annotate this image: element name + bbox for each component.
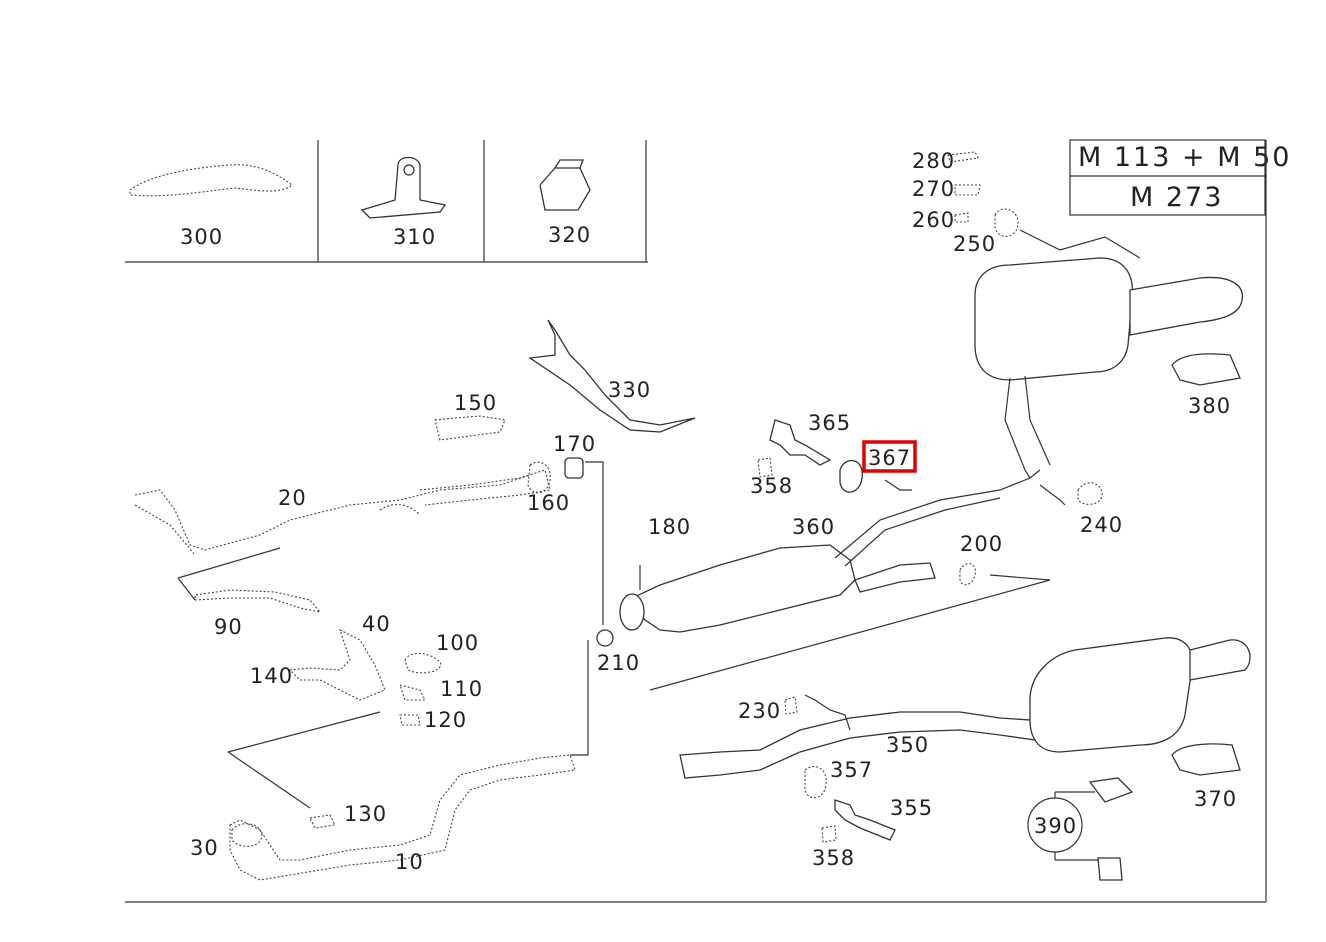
- callout-labels: 20 90 40 100 140 110 120 130 30 10 150 1…: [190, 149, 1237, 874]
- callout-355[interactable]: 355: [890, 796, 933, 820]
- part-370-shape: [1171, 743, 1241, 776]
- callout-180[interactable]: 180: [648, 515, 691, 539]
- callout-20[interactable]: 20: [278, 486, 307, 510]
- inset-label-300[interactable]: 300: [180, 225, 223, 249]
- part-357-shape: [804, 766, 827, 799]
- callout-380[interactable]: 380: [1188, 394, 1231, 418]
- part-367-shape: [839, 460, 863, 493]
- callout-358-lower[interactable]: 358: [812, 846, 855, 870]
- part-30-shape: [231, 823, 263, 847]
- heat-shield-icon: [129, 164, 293, 197]
- callout-200[interactable]: 200: [960, 532, 1003, 556]
- callout-160[interactable]: 160: [527, 491, 570, 515]
- part-40-shape: [288, 628, 386, 701]
- callout-170[interactable]: 170: [553, 432, 596, 456]
- muffler-lower-body: [1029, 637, 1194, 753]
- part-110-shape: [399, 684, 426, 701]
- callout-240[interactable]: 240: [1080, 513, 1123, 537]
- callout-230[interactable]: 230: [738, 699, 781, 723]
- callout-365[interactable]: 365: [808, 411, 851, 435]
- inset-label-310[interactable]: 310: [393, 225, 436, 249]
- callout-350[interactable]: 350: [886, 733, 929, 757]
- callout-357[interactable]: 357: [830, 758, 873, 782]
- hangers-upper: [757, 419, 912, 493]
- part-230-shape: [784, 696, 798, 715]
- part-358a-shape: [757, 457, 773, 478]
- callout-370[interactable]: 370: [1194, 787, 1237, 811]
- engine-line-1: M 113 + M 50: [1078, 142, 1291, 173]
- part-180-shape: [626, 544, 856, 633]
- callout-40[interactable]: 40: [362, 612, 391, 636]
- callout-358-upper[interactable]: 358: [750, 474, 793, 498]
- callout-90[interactable]: 90: [214, 615, 243, 639]
- callout-10[interactable]: 10: [395, 850, 424, 874]
- engine-line-2: M 273: [1130, 182, 1223, 213]
- callout-140[interactable]: 140: [250, 664, 293, 688]
- part-260-shape: [954, 212, 969, 223]
- part-390-nut: [1088, 777, 1134, 803]
- callout-210[interactable]: 210: [597, 651, 640, 675]
- callout-280[interactable]: 280: [912, 149, 955, 173]
- part-200-shape: [959, 563, 976, 586]
- callout-150[interactable]: 150: [454, 391, 497, 415]
- part-280-shape: [947, 151, 979, 163]
- callout-110[interactable]: 110: [440, 677, 483, 701]
- muffler-upper-body: [974, 257, 1134, 381]
- part-170-shape: [564, 457, 584, 479]
- part-100-shape: [404, 652, 442, 674]
- part-250-shape: [994, 208, 1019, 237]
- part-358b-shape: [821, 825, 837, 843]
- part-210-shape: [596, 629, 614, 647]
- part-150-shape: [434, 415, 506, 441]
- callout-367[interactable]: 367: [868, 446, 911, 470]
- callout-360[interactable]: 360: [792, 515, 835, 539]
- inset-parts-table: 300 310 320: [125, 140, 648, 263]
- front-pipe-assembly: [134, 415, 604, 881]
- part-355-shape: [834, 799, 896, 841]
- part-240-shape: [1077, 482, 1103, 505]
- part-130-shape: [309, 814, 336, 829]
- callout-130[interactable]: 130: [344, 802, 387, 826]
- clamp-icon: [539, 159, 591, 211]
- highlight-box: [862, 440, 917, 473]
- engine-legend: M 113 + M 50 M 273: [1069, 139, 1291, 216]
- inset-label-320[interactable]: 320: [548, 223, 591, 247]
- part-390-bolt: [1097, 857, 1123, 881]
- callout-330[interactable]: 330: [608, 378, 651, 402]
- callout-100[interactable]: 100: [436, 631, 479, 655]
- callout-260[interactable]: 260: [912, 208, 955, 232]
- callout-30[interactable]: 30: [190, 836, 219, 860]
- callout-270[interactable]: 270: [912, 177, 955, 201]
- flange-ring: [619, 593, 645, 631]
- callout-250[interactable]: 250: [953, 232, 996, 256]
- callout-120[interactable]: 120: [424, 708, 467, 732]
- callout-390[interactable]: 390: [1034, 814, 1077, 838]
- part-365-shape: [769, 419, 832, 466]
- center-muffler: [596, 469, 1051, 691]
- part-270-shape: [954, 184, 981, 196]
- bracket-icon: [360, 156, 447, 219]
- rear-section-lower: [679, 637, 1251, 881]
- rear-muffler-upper: [947, 151, 1243, 506]
- part-380-shape: [1171, 353, 1241, 386]
- part-160-shape: [527, 461, 551, 494]
- part-330-shape: [528, 319, 696, 433]
- part-120-shape: [399, 714, 421, 726]
